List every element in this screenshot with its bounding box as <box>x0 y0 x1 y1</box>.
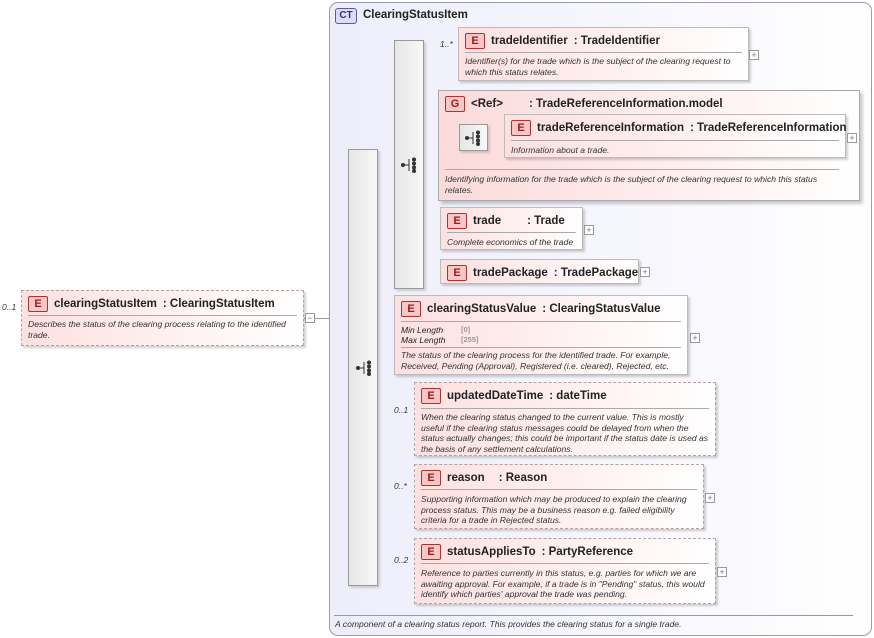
element-type: : TradePackage <box>553 267 639 279</box>
element-badge: E <box>465 33 485 49</box>
element-type: : ClearingStatusItem <box>162 298 275 310</box>
expand-button[interactable]: + <box>705 493 715 503</box>
element-doc: Reference to parties currently in this s… <box>421 568 705 600</box>
sequence-icon <box>355 360 373 376</box>
expand-button[interactable]: + <box>584 225 594 235</box>
element-cardinality: 0..2 <box>394 555 409 565</box>
element-doc: When the clearing status changed to the … <box>421 412 709 454</box>
element-cardinality: 0..1 <box>394 405 409 415</box>
separator <box>401 347 681 348</box>
expand-button[interactable]: + <box>717 567 727 577</box>
element-type: : Reason <box>498 472 548 484</box>
element-name: reason <box>447 472 485 484</box>
element-badge: E <box>447 265 467 281</box>
element-doc: Information about a trade. <box>511 145 610 155</box>
element-name: clearingStatusItem <box>54 298 157 310</box>
sequence-icon <box>400 157 418 173</box>
element-type: : TradeReferenceInformation <box>689 122 847 134</box>
group-type: : TradeReferenceInformation.model <box>528 98 723 110</box>
element-doc: Supporting information which may be prod… <box>421 494 687 526</box>
separator <box>28 315 297 316</box>
element-badge: E <box>421 388 441 404</box>
expand-button[interactable]: + <box>640 267 650 277</box>
element-name: trade <box>473 215 502 227</box>
separator <box>334 615 853 616</box>
separator <box>401 321 681 322</box>
collapse-button[interactable]: − <box>305 313 315 323</box>
sequence-icon <box>464 130 482 146</box>
facet-label: Max Length <box>401 335 446 345</box>
element-badge: E <box>28 296 48 312</box>
element-badge: E <box>401 301 421 317</box>
expand-button[interactable]: + <box>690 333 700 343</box>
separator <box>421 408 709 409</box>
expand-button[interactable]: + <box>749 50 759 60</box>
separator <box>421 489 697 490</box>
element-badge: E <box>421 544 441 560</box>
facet-value: [0] <box>461 325 471 334</box>
element-type: : Trade <box>527 215 565 227</box>
element-type: : ClearingStatusValue <box>542 303 661 315</box>
separator <box>421 563 709 564</box>
group-ref-label: <Ref> <box>471 98 503 110</box>
separator <box>511 140 839 141</box>
element-badge: E <box>511 120 531 136</box>
facet-value: [255] <box>461 335 479 344</box>
element-type: : PartyReference <box>541 546 634 558</box>
element-name: tradeIdentifier <box>491 35 568 47</box>
separator <box>465 52 742 53</box>
root-cardinality: 0..1 <box>2 302 17 312</box>
element-name: clearingStatusValue <box>427 303 537 315</box>
element-name: tradePackage <box>473 267 548 279</box>
element-name: updatedDateTime <box>447 390 544 402</box>
group-badge: G <box>445 96 465 112</box>
element-doc: The status of the clearing process for t… <box>401 350 671 371</box>
element-badge: E <box>447 213 467 229</box>
facet-label: Min Length <box>401 325 444 335</box>
element-doc: Complete economics of the trade <box>447 237 574 247</box>
connector-line <box>304 318 348 319</box>
separator <box>445 169 839 170</box>
element-type: : dateTime <box>549 390 607 402</box>
element-cardinality: 0..* <box>394 481 407 491</box>
expand-button[interactable]: + <box>847 133 857 143</box>
element-name: statusAppliesTo <box>447 546 536 558</box>
complex-type-name: ClearingStatusItem <box>363 9 468 21</box>
element-type: : TradeIdentifier <box>573 35 660 47</box>
element-badge: E <box>421 470 441 486</box>
separator <box>447 232 576 233</box>
element-doc: Describes the status of the clearing pro… <box>28 319 286 340</box>
facet-min-length: Min Length [0] <box>401 325 470 335</box>
complex-type-doc: A component of a clearing status report.… <box>335 619 682 629</box>
facet-max-length: Max Length [255] <box>401 335 479 345</box>
element-name: tradeReferenceInformation <box>537 122 684 134</box>
group-doc: Identifying information for the trade wh… <box>445 174 818 195</box>
element-cardinality: 1..* <box>440 39 453 49</box>
element-doc: Identifier(s) for the trade which is the… <box>465 56 731 77</box>
complex-type-badge: CT <box>335 8 357 24</box>
